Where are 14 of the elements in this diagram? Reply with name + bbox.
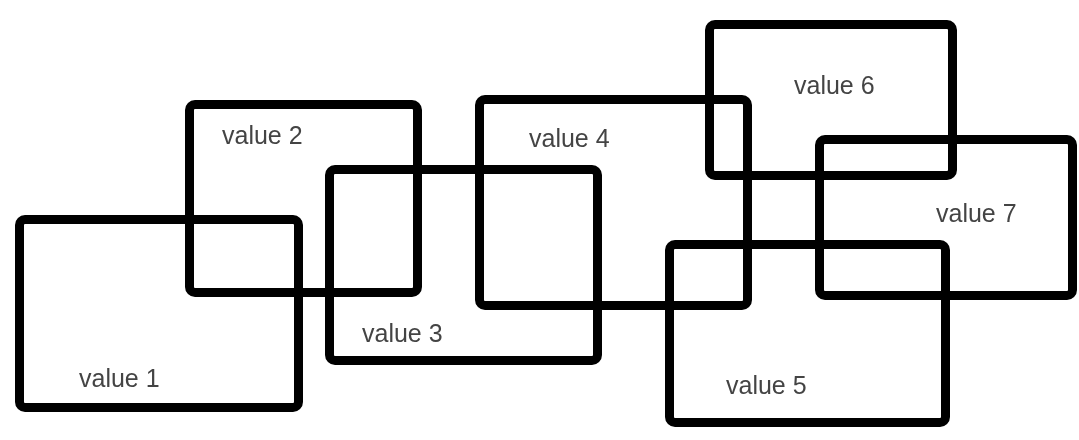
box-label: value 6 [794, 71, 875, 100]
box-label: value 3 [362, 319, 443, 348]
box-label: value 4 [529, 124, 610, 153]
box-label: value 1 [79, 364, 160, 393]
sketch-box [325, 165, 602, 365]
sketch-box [665, 240, 950, 427]
box-label: value 5 [726, 371, 807, 400]
sketch-box [185, 100, 422, 297]
sketch-box [815, 135, 1077, 300]
box-label: value 7 [936, 199, 1017, 228]
box-label: value 2 [222, 121, 303, 150]
sketch-box [475, 95, 752, 310]
sketch-box [705, 20, 957, 180]
sketch-box [15, 215, 303, 412]
